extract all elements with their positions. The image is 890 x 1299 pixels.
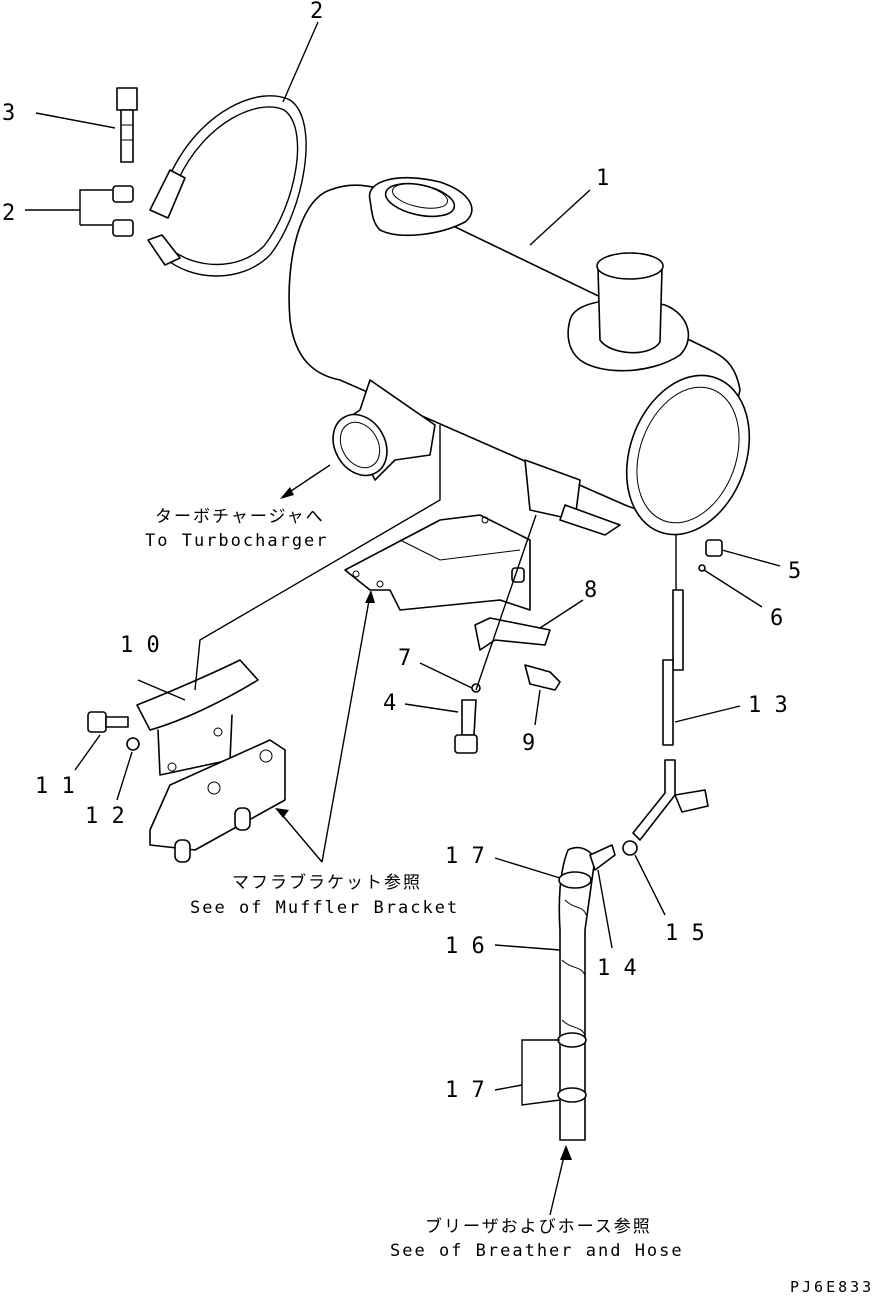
turbo-note-en: To Turbocharger — [145, 531, 329, 551]
bracket-base — [149, 739, 286, 863]
washer-12 — [126, 737, 140, 751]
fitting-15 — [622, 840, 638, 856]
breather-note-jp: ブリーザおよびホース参照 — [425, 1216, 652, 1237]
drawing-code: PJ6E833 — [790, 1278, 874, 1296]
nut-5 — [705, 539, 723, 557]
callout-7: 7 — [398, 646, 411, 671]
callout-2-left: 2 — [2, 201, 15, 226]
bolt-11 — [87, 711, 129, 733]
callout-5: 5 — [788, 559, 801, 584]
callout-labels: 1 2 2 3 4 5 6 7 8 9 1 0 1 1 1 2 1 3 1 4 … — [2, 0, 801, 1103]
muffler-bracket — [344, 514, 531, 611]
reference-notes: ターボチャージャへ To Turbocharger マフラブラケット参照 See… — [145, 507, 874, 1296]
bracket-note-jp: マフラブラケット参照 — [232, 872, 422, 893]
callout-14: 1 4 — [597, 956, 637, 981]
callout-11: 1 1 — [35, 774, 75, 799]
leader-lines — [25, 21, 781, 1216]
callout-6: 6 — [770, 606, 783, 631]
callout-12: 1 2 — [85, 804, 125, 829]
bolt-3 — [116, 87, 138, 163]
callout-4: 4 — [383, 691, 396, 716]
clamps-17 — [557, 871, 592, 1103]
nuts-2 — [112, 185, 134, 237]
breather-note-en: See of Breather and Hose — [390, 1241, 684, 1261]
washer-6 — [698, 564, 706, 572]
tube-13 — [632, 589, 709, 841]
muffler — [288, 176, 751, 536]
hose-16 — [558, 844, 616, 1141]
callout-10: 1 0 — [120, 633, 160, 658]
heat-shield-10 — [136, 659, 259, 776]
plate-8 — [474, 617, 551, 651]
turbo-note-jp: ターボチャージャへ — [155, 507, 325, 527]
callout-17-top: 1 7 — [445, 844, 485, 869]
band-clamp — [147, 95, 307, 277]
callout-9: 9 — [522, 731, 535, 756]
bolt-4 — [454, 699, 478, 754]
callout-17-bottom: 1 7 — [445, 1078, 485, 1103]
callout-16: 1 6 — [445, 934, 485, 959]
callout-2-top: 2 — [310, 0, 323, 24]
callout-1: 1 — [596, 166, 609, 191]
callout-13: 1 3 — [748, 693, 788, 718]
callout-8: 8 — [584, 578, 597, 603]
arrowheads — [275, 487, 572, 1160]
bolt-9 — [524, 664, 561, 691]
callout-3: 3 — [2, 101, 15, 126]
bracket-note-en: See of Muffler Bracket — [190, 898, 459, 918]
callout-15: 1 5 — [665, 921, 705, 946]
